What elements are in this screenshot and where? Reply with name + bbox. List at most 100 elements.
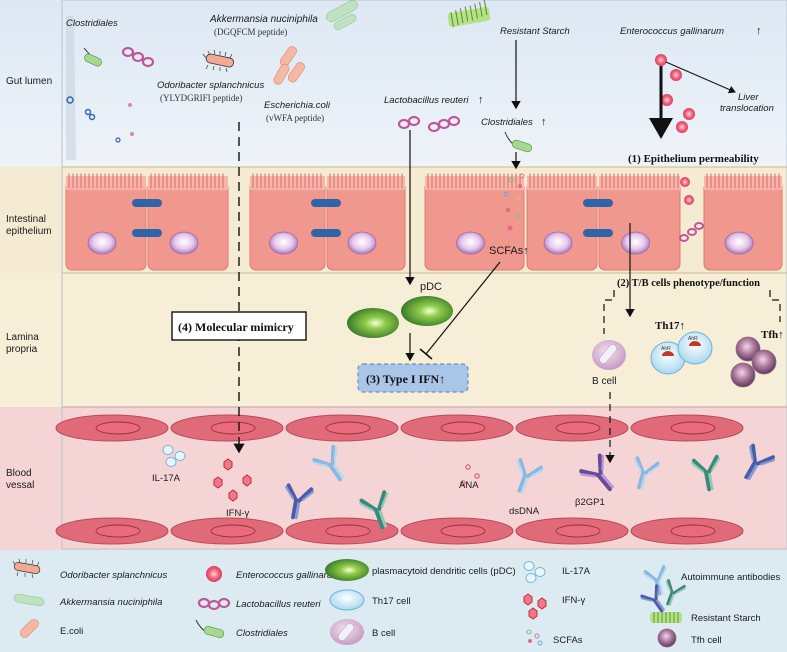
odoribacter-icon (202, 49, 235, 73)
endothelial-cell (515, 517, 629, 545)
resistant-starch-icon (447, 0, 491, 28)
b2gp1-label: β2GP1 (575, 497, 605, 508)
step-3-type-1-ifn: (3) Type I IFN↑ (366, 372, 445, 386)
odoribacter-label: Odoribacter splanchnicus (157, 80, 264, 91)
legend-resistant-starch-icon (650, 612, 682, 623)
legend-akkermansia-label: Akkermansia nuciniphila (59, 597, 162, 608)
antibody-icon (744, 443, 775, 481)
legend-odoribacter-icon (12, 558, 41, 579)
legend-autoab-label: Autoimmune antibodies (681, 572, 781, 583)
zone-label-gut-lumen: Gut lumen (6, 76, 52, 87)
endothelial-cell (630, 414, 744, 442)
epithelial-cell (326, 173, 406, 271)
legend-tfh-icon (657, 628, 677, 648)
clostridiales-icon (504, 131, 533, 153)
clostridiales-up-label: Clostridiales (481, 117, 533, 128)
b-cell-icon (592, 340, 626, 370)
lactobacillus-label: Lactobacillus reuteri (384, 95, 469, 106)
antibody-icon (312, 444, 345, 482)
akkermansia-peptide-label: (DGQFCM peptide) (214, 27, 287, 37)
antibody-icon (359, 490, 389, 530)
enterococcus-label: Enterococcus gallinarum (620, 26, 724, 37)
legend-tfh-label: Tfh cell (691, 635, 722, 646)
epithelial-cell (424, 173, 525, 271)
odoribacter-peptide-label: (YLYDGRIFI peptide) (160, 93, 242, 103)
legend-clostridiales-icon (195, 619, 225, 638)
tight-junction (583, 229, 613, 237)
epithelial-cell (703, 173, 783, 271)
molecular-mimicry-box (171, 311, 307, 341)
antibody-icon (665, 579, 687, 606)
endothelial-cell (170, 414, 284, 442)
endothelial-cell (630, 517, 744, 545)
tight-junction (311, 229, 341, 237)
epithelial-cell (526, 173, 598, 271)
ahr-label: AhR (661, 346, 671, 352)
antibody-icon (284, 483, 315, 520)
scfas-inhibition-line (425, 261, 501, 355)
ifng-label: IFN-γ (226, 508, 249, 519)
legend-bcell-label: B cell (372, 628, 395, 639)
legend-ifng-label: IFN-γ (562, 595, 585, 606)
legend-pdc-icon (325, 559, 369, 581)
liver-label-1: Liver (738, 92, 759, 103)
epithelial-cell-layer (65, 173, 783, 271)
lactobacillus-chain-icon (121, 46, 155, 68)
endothelial-cell (285, 517, 399, 545)
ecoli-icon (273, 46, 305, 85)
enterococcus-icon (655, 54, 695, 133)
endothelial-cell (285, 414, 399, 442)
legend-th17-icon (329, 589, 365, 611)
ecoli-label: Escherichia.coli (264, 100, 331, 111)
legend-il17a-label: IL-17A (562, 566, 591, 577)
antibody-icon (633, 456, 661, 490)
scfas-icon (503, 173, 525, 231)
tight-junction (583, 199, 613, 207)
tfh-cell-icon (730, 336, 777, 388)
resistant-starch-label: Resistant Starch (500, 26, 570, 37)
dashed-bracket-right (769, 290, 781, 322)
ana-label: ANA (459, 480, 479, 491)
gut-lumen-zone (0, 0, 787, 167)
tfh-label: Tfh↑ (761, 329, 784, 341)
clostridiales-up-arrow: ↑ (541, 116, 547, 128)
step-4-molecular-mimicry: (4) Molecular mimicry (178, 320, 294, 334)
legend-scfas-icon (526, 629, 543, 646)
legend-ifng-icon (523, 593, 547, 620)
legend: Odoribacter splanchnicus Akkermansia nuc… (12, 558, 781, 648)
liver-label-2: translocation (720, 103, 774, 114)
step-2-tb-cells: (2) T/B cells phenotype/function (617, 278, 760, 289)
legend-rs-label: Resistant Starch (691, 613, 761, 624)
th17-label: Th17↑ (655, 320, 685, 332)
legend-lactobacillus-icon (197, 597, 231, 611)
legend-pdc-label: plasmacytoid dendritic cells (pDC) (372, 566, 516, 577)
arrow-liver-translocation (665, 61, 736, 94)
zone-label-lamina-1: Lamina (6, 332, 39, 343)
legend-ecoli-icon (19, 618, 39, 638)
b-cell-label: B cell (592, 376, 616, 387)
legend-enterococcus-icon (206, 566, 222, 582)
antibody-icon (691, 454, 721, 492)
type-1-ifn-box (357, 363, 469, 393)
clostridiales-icon (83, 47, 102, 67)
endothelial-cell (400, 517, 514, 545)
ana-icon (460, 464, 480, 486)
zone-label-epithelium-1: Intestinal (6, 214, 46, 225)
legend-akkermansia-icon (13, 593, 45, 607)
legend-scfas-label: SCFAs (553, 635, 583, 646)
antibody-icon (516, 458, 544, 494)
endothelial-cell (400, 414, 514, 442)
ifng-icon (213, 458, 252, 502)
akkermansia-icon (326, 0, 358, 31)
step-1-epithelium-permeability: (1) Epithelium permeability (628, 153, 759, 165)
pdc-label: pDC (420, 281, 442, 293)
endothelial-cell-layer (55, 414, 744, 545)
lactobacillus-up-arrow: ↑ (478, 94, 484, 106)
legend-bcell-icon (330, 619, 364, 645)
th17-cell-icon: AhR AhR (650, 331, 713, 375)
clostridiales-label: Clostridiales (66, 18, 118, 29)
endothelial-cell (515, 414, 629, 442)
light-beam (66, 16, 76, 160)
legend-il17a-icon (523, 561, 546, 583)
